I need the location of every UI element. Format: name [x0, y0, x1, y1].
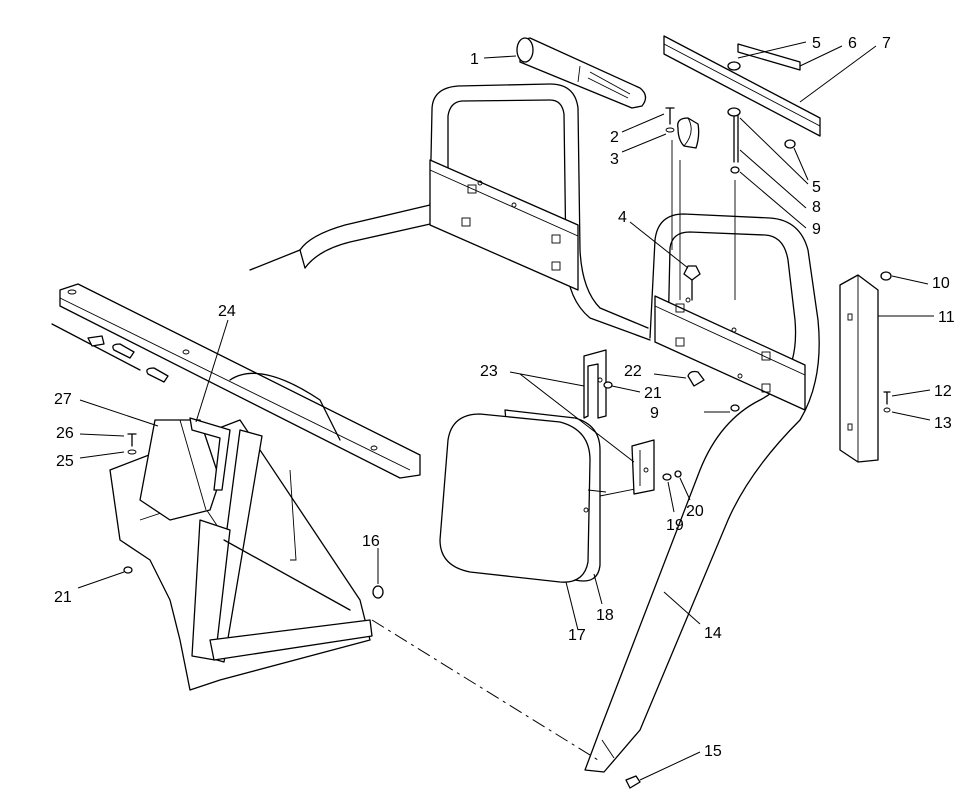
- mount-brackets: [583, 349, 655, 495]
- rear-rops-frame: [249, 83, 651, 341]
- bolt-and-clamp: [665, 107, 700, 300]
- callout-16: 16: [362, 533, 380, 550]
- callout-14: 14: [704, 625, 722, 642]
- callout-27: 27: [54, 391, 72, 408]
- callout-25: 25: [56, 453, 74, 470]
- callouts: 1 2 3 5 6 7 5 8 9 4 10 11 12 13 14 15 16: [54, 35, 955, 781]
- callout-9-top: 9: [812, 221, 821, 238]
- callout-5-bottom: 5: [812, 179, 821, 196]
- alignment-line: [371, 619, 599, 761]
- callout-12: 12: [934, 383, 952, 400]
- callout-11: 11: [938, 309, 955, 326]
- callout-4: 4: [618, 209, 627, 226]
- hand-grip: [516, 37, 647, 109]
- callout-18: 18: [596, 607, 614, 624]
- fasteners: [123, 370, 740, 789]
- callout-26: 26: [56, 425, 74, 442]
- side-channel: [839, 271, 892, 463]
- seat-back-cushion: [439, 409, 641, 583]
- callout-17: 17: [568, 627, 586, 644]
- callout-20: 20: [686, 503, 704, 520]
- callout-9-bottom: 9: [650, 405, 659, 422]
- front-rops-hoop: [584, 213, 820, 773]
- callout-2: 2: [610, 129, 619, 146]
- callout-21-left: 21: [54, 589, 72, 606]
- bolt-4: [683, 265, 701, 301]
- callout-24: 24: [218, 303, 236, 320]
- callout-10: 10: [932, 275, 950, 292]
- callout-7: 7: [882, 35, 891, 52]
- callout-3: 3: [610, 151, 619, 168]
- callout-22: 22: [624, 363, 642, 380]
- hardware-25-26: [127, 433, 137, 455]
- callout-21-right: 21: [644, 385, 662, 402]
- callout-19: 19: [666, 517, 684, 534]
- callout-8: 8: [812, 199, 821, 216]
- callout-1: 1: [470, 51, 479, 68]
- callout-23: 23: [480, 363, 498, 380]
- callout-13: 13: [934, 415, 952, 432]
- callout-15: 15: [704, 743, 722, 760]
- top-bracket: [663, 35, 821, 300]
- callout-5-top: 5: [812, 35, 821, 52]
- tractor-frame: [51, 283, 421, 691]
- callout-6: 6: [848, 35, 857, 52]
